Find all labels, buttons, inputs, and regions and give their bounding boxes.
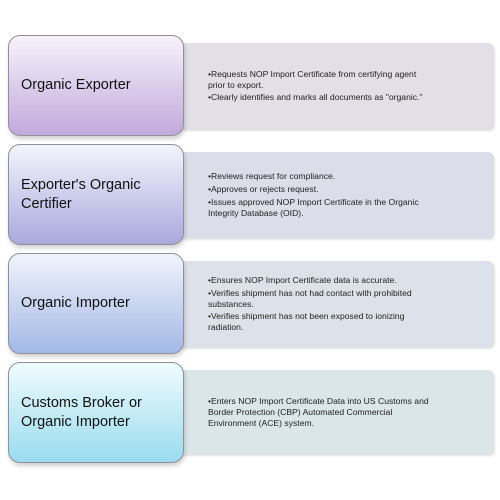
detail-bullet-text: •Ensures NOP Import Certificate data is … <box>208 274 397 285</box>
detail-panel: •Reviews request for compliance. •Approve… <box>168 152 494 238</box>
stage-title-line: Organic Importer <box>21 295 130 311</box>
detail-bullet-text: Border Protection (CBP) Automated Commer… <box>208 406 393 417</box>
detail-bullet: •Approves or rejects request. <box>208 184 482 195</box>
stage-title-line: Organic Importer <box>21 413 130 430</box>
detail-bullet: •Reviews request for compliance. <box>208 171 482 182</box>
detail-panel: •Requests NOP Import Certificate from ce… <box>168 43 494 129</box>
detail-bullet-text: •Verifies shipment has not had contact w… <box>208 287 412 298</box>
stage-title: Organic Exporter <box>21 76 131 95</box>
detail-bullet-text: •Approves or rejects request. <box>208 184 319 194</box>
detail-bullet-text: radiation. <box>208 322 244 333</box>
stage-title-line: Certifier <box>21 195 72 212</box>
detail-bullet-text: substances. <box>208 298 254 309</box>
detail-bullet: •Clearly identifies and marks all docume… <box>208 92 482 103</box>
detail-bullet: •Verifies shipment has not had contact w… <box>208 288 482 310</box>
detail-bullet-text: •Clearly identifies and marks all docume… <box>208 92 423 103</box>
detail-bullet-text: prior to export. <box>208 79 264 90</box>
detail-bullet: •Issues approved NOP Import Certificate … <box>208 197 482 219</box>
stage-title-line: Exporter's Organic <box>21 176 141 193</box>
stage-box: Organic Exporter <box>8 35 184 136</box>
detail-panel: •Enters NOP Import Certificate Data into… <box>168 370 494 454</box>
detail-bullet-text: •Enters NOP Import Certificate Data into… <box>208 395 429 406</box>
detail-bullet: •Requests NOP Import Certificate from ce… <box>208 69 482 91</box>
detail-panel: •Ensures NOP Import Certificate data is … <box>168 261 494 347</box>
detail-bullet-text: •Reviews request for compliance. <box>208 171 336 182</box>
stage-box: Organic Importer <box>8 253 184 354</box>
detail-bullet: •Ensures NOP Import Certificate data is … <box>208 275 482 286</box>
detail-bullet-text: •Verifies shipment has not been exposed … <box>208 311 405 322</box>
detail-bullet-text: •Requests NOP Import Certificate from ce… <box>208 68 417 79</box>
detail-bullet: •Verifies shipment has not been exposed … <box>208 311 482 333</box>
detail-bullet-text: Environment (ACE) system. <box>208 417 315 428</box>
detail-bullet: •Enters NOP Import Certificate Data into… <box>208 396 482 429</box>
stage-box: Customs Broker or Organic Importer <box>8 362 184 463</box>
stage-title: Customs Broker or Organic Importer <box>21 394 142 432</box>
detail-bullet-text: •Issues approved NOP Import Certificate … <box>208 196 419 207</box>
detail-bullet-text: Integrity Database (OID). <box>208 207 304 218</box>
stage-title: Organic Importer <box>21 294 130 313</box>
stage-title-line: Customs Broker or <box>21 394 142 411</box>
stage-title-line: Organic Exporter <box>21 77 131 93</box>
